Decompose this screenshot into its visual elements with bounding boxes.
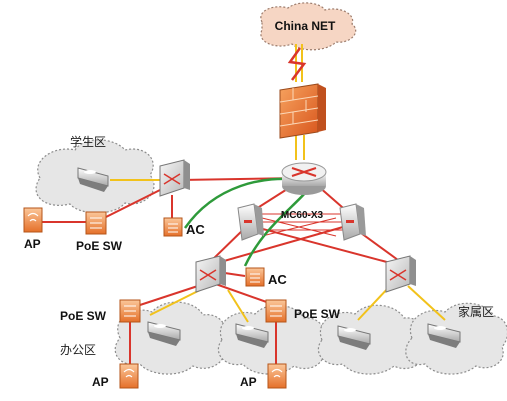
office-ap-left-icon	[147, 321, 181, 346]
family-ap-right-icon	[427, 323, 461, 348]
switch-office-icon	[195, 255, 226, 293]
poe-switch-left-label: PoE SW	[76, 239, 123, 253]
office-zone-label: 办公区	[60, 342, 96, 357]
poe-switch-left-icon	[85, 211, 107, 235]
poe-switch-middle-label: PoE SW	[294, 307, 341, 321]
ac-lower-icon	[245, 267, 265, 287]
ap-left-icon	[23, 207, 43, 233]
ac-upper-icon	[163, 217, 183, 237]
ap-left-label: AP	[24, 237, 41, 251]
red-ap-links	[42, 221, 277, 366]
family-zone-label: 家属区	[458, 304, 494, 319]
internet-label: China NET	[275, 19, 336, 33]
student-zone-ap-icon	[77, 167, 109, 192]
server-right-icon	[339, 203, 366, 241]
family-ap-left-icon	[337, 325, 371, 350]
poe-switch-middle-icon	[265, 299, 287, 323]
ac-lower-label: AC	[268, 272, 287, 287]
yellow-links	[110, 44, 446, 323]
poe-switch-office-label: PoE SW	[60, 309, 107, 323]
core-router-icon	[281, 162, 327, 195]
switch-student-icon	[159, 159, 190, 197]
core-switch-label: MC60-X3	[281, 210, 324, 221]
poe-switch-office-icon	[119, 299, 141, 323]
wan-lightning-icon	[287, 47, 307, 81]
ap-bottom-middle-icon	[267, 363, 287, 389]
ac-upper-label: AC	[186, 222, 205, 237]
switch-family-icon	[385, 255, 416, 293]
red-thin-links	[248, 213, 350, 237]
office-ap-right-icon	[235, 323, 269, 348]
firewall-icon	[279, 83, 326, 139]
server-left-icon	[237, 203, 264, 241]
ap-bottom-middle-label: AP	[240, 375, 257, 389]
ap-bottom-left-icon	[119, 363, 139, 389]
ap-bottom-left-label: AP	[92, 375, 109, 389]
student-zone-label: 学生区	[70, 134, 106, 149]
internet-cloud	[260, 2, 357, 51]
